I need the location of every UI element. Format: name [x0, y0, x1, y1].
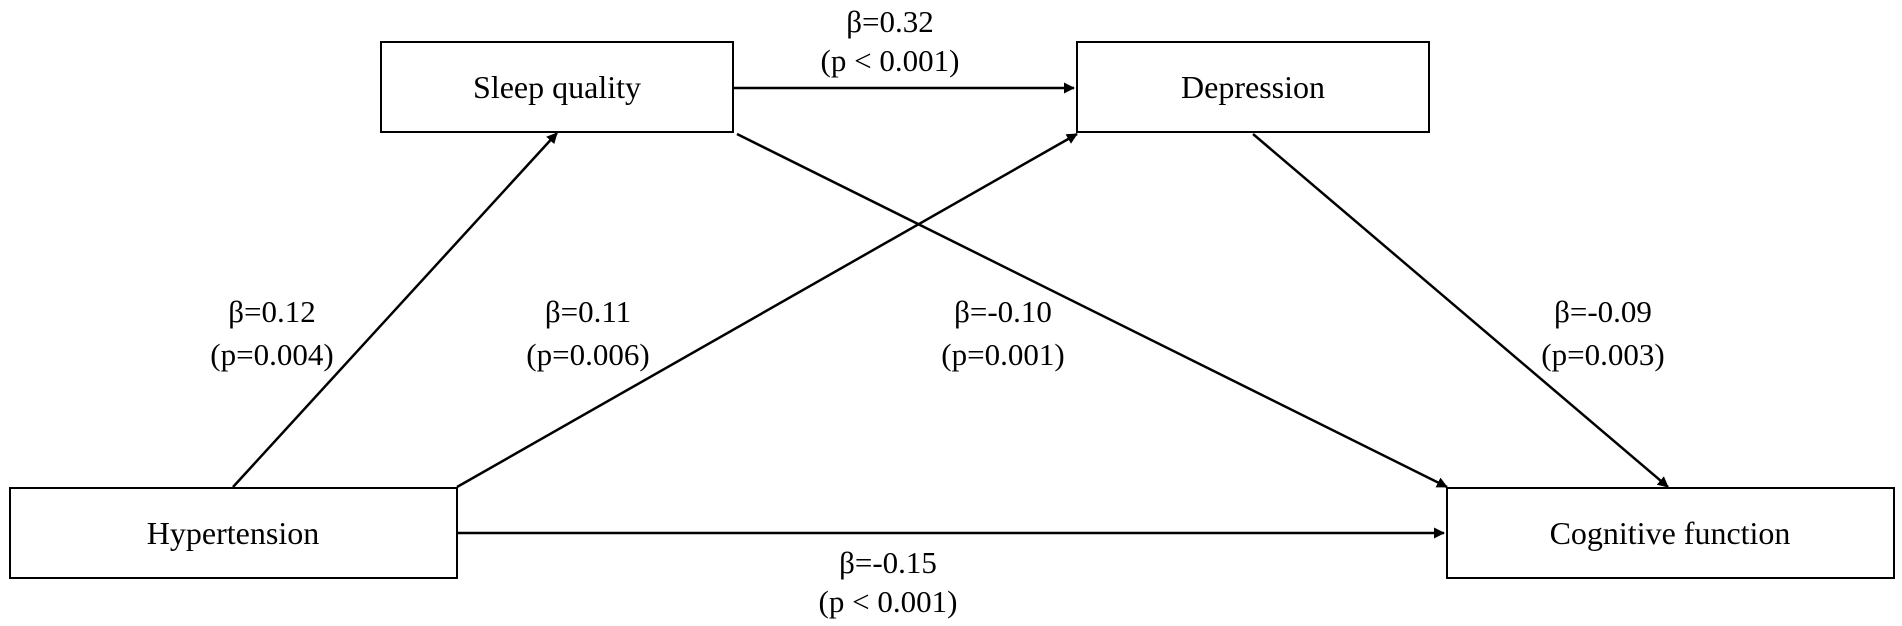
p-label: (p=0.001) [941, 337, 1064, 372]
node-hypertension: Hypertension [9, 487, 458, 579]
label-hypertension-to-depression: β=0.11 (p=0.006) [526, 294, 649, 372]
label-sleep-to-depression: β=0.32 (p < 0.001) [821, 4, 960, 78]
node-sleep-quality: Sleep quality [380, 41, 734, 133]
arrow-depression-to-cognitive [1252, 133, 1669, 488]
beta-label: β=0.32 [846, 4, 934, 39]
label-depression-to-cognitive: β=-0.09 (p=0.003) [1541, 294, 1664, 372]
label-hypertension-to-cognitive: β=-0.15 (p < 0.001) [819, 545, 958, 619]
arrow-sleep-to-cognitive [736, 132, 1448, 489]
node-cognitive-function: Cognitive function [1446, 487, 1895, 579]
node-box [9, 487, 458, 579]
beta-label: β=-0.15 [839, 545, 937, 580]
node-box [1076, 41, 1430, 133]
beta-label: β=-0.09 [1554, 294, 1652, 329]
beta-label: β=0.11 [545, 294, 631, 329]
p-label: (p < 0.001) [821, 43, 960, 78]
beta-label: β=0.12 [228, 294, 316, 329]
p-label: (p=0.006) [526, 337, 649, 372]
edges [232, 82, 1669, 539]
p-label: (p=0.004) [210, 337, 333, 372]
p-label: (p=0.003) [1541, 337, 1664, 372]
node-label: Cognitive function [1550, 515, 1791, 551]
p-label: (p < 0.001) [819, 584, 958, 619]
arrow-hypertension-to-sleep [232, 132, 558, 488]
label-hypertension-to-sleep: β=0.12 (p=0.004) [210, 294, 333, 372]
node-box [380, 41, 734, 133]
label-sleep-to-cognitive: β=-0.10 (p=0.001) [941, 294, 1064, 372]
node-label: Depression [1181, 69, 1325, 105]
node-box [1446, 487, 1895, 579]
arrow-hypertension-to-depression [456, 132, 1078, 489]
node-depression: Depression [1076, 41, 1430, 133]
node-label: Hypertension [147, 515, 319, 551]
node-label: Sleep quality [473, 69, 641, 105]
beta-label: β=-0.10 [954, 294, 1052, 329]
